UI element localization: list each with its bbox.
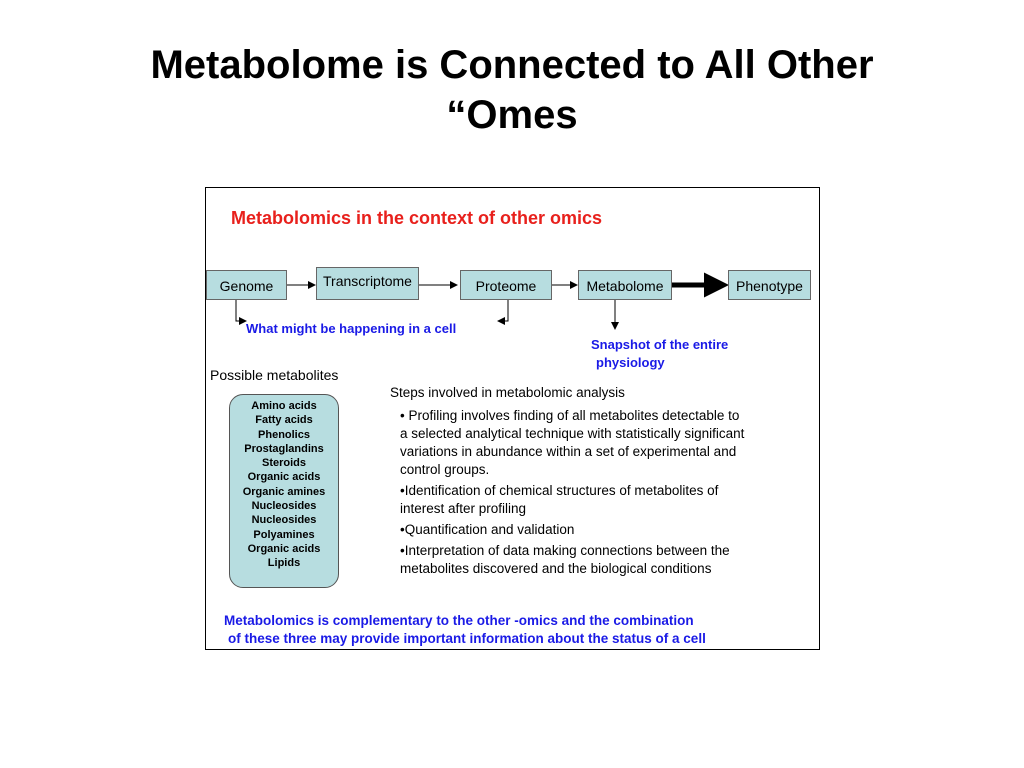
bottom-note-line-2: of these three may provide important inf…: [228, 631, 706, 646]
metabolite-item: Amino acids: [251, 400, 317, 412]
metabolite-item: Organic acids: [247, 542, 321, 555]
box-metabolome: Metabolome: [578, 270, 672, 300]
step-item: •Quantification and validation: [400, 522, 575, 537]
bottom-note-line-1: Metabolomics is complementary to the oth…: [224, 613, 694, 628]
metabolite-item: Phenolics: [258, 428, 310, 441]
metabolites-box: Amino acids Fatty acids Phenolics Prosta…: [229, 394, 339, 588]
metabolite-item: Fatty acids: [255, 414, 313, 427]
metabolite-item: Organic amines: [242, 485, 326, 498]
bracket-left: [235, 300, 247, 325]
slide-title-line-1: Metabolome is Connected to All Other: [150, 43, 874, 87]
omics-figure: Metabolomics in the context of other omi…: [205, 187, 820, 650]
note-snapshot-line-1: Snapshot of the entire: [591, 337, 729, 352]
box-genome: Genome: [206, 270, 287, 300]
metabolite-item: Lipids: [267, 557, 301, 570]
metabolite-item: Steroids: [261, 457, 306, 470]
flow-arrows: [235, 272, 729, 330]
bottom-note: Metabolomics is complementary to the oth…: [224, 612, 804, 648]
box-transcriptome: Transcriptome: [316, 267, 419, 300]
metabolite-item: Organic acids: [247, 471, 321, 484]
box-phenotype: Phenotype: [728, 270, 811, 300]
box-proteome: Proteome: [460, 270, 552, 300]
slide-title-line-2: “Omes: [446, 93, 578, 137]
steps-section: Steps involved in metabolomic analysis •…: [390, 384, 750, 581]
slide-title: Metabolome is Connected to All Other “Om…: [0, 40, 1024, 140]
note-cell: What might be happening in a cell: [246, 321, 457, 336]
figure-title: Metabolomics in the context of other omi…: [231, 208, 603, 228]
metabolite-item: Nucleosides: [251, 514, 317, 527]
bracket-right: [497, 300, 509, 325]
metabolite-item: Prostaglandins: [244, 442, 324, 455]
note-snapshot-line-2: physiology: [596, 355, 665, 370]
steps-heading: Steps involved in metabolomic analysis: [390, 385, 625, 400]
step-item: •Identification of chemical structures o…: [400, 483, 719, 516]
metabolite-item: Nucleosides: [251, 500, 317, 513]
step-item: • Profiling involves finding of all meta…: [400, 408, 745, 477]
metabolite-item: Polyamines: [253, 528, 315, 541]
step-item: •Interpretation of data making connectio…: [400, 543, 730, 576]
metabolites-label: Possible metabolites: [210, 367, 339, 383]
